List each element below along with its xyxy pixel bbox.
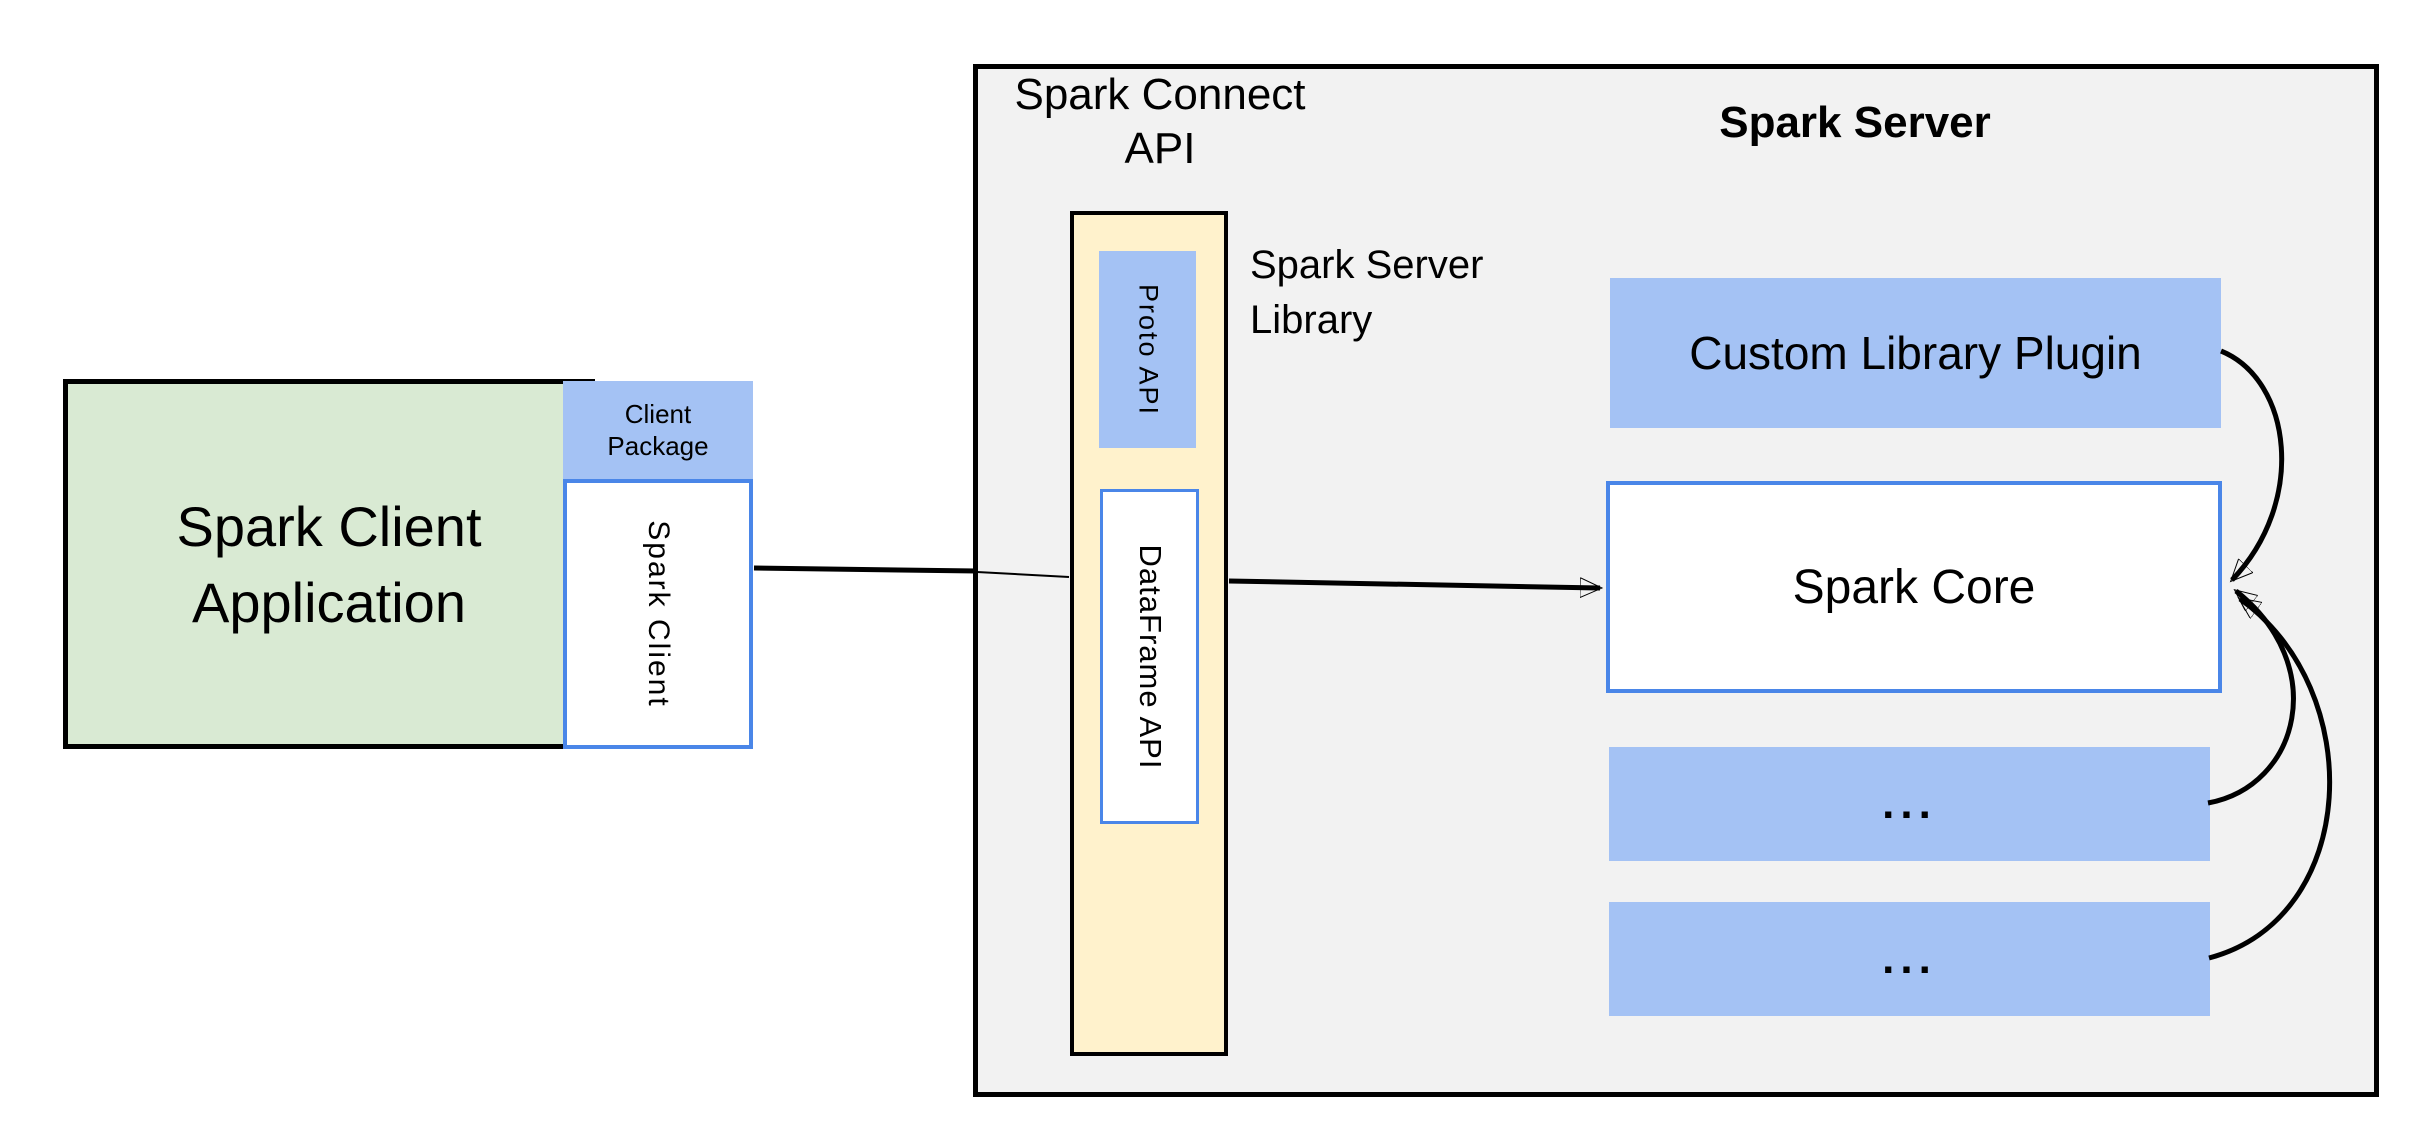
spark-core-label: Spark Core	[1792, 560, 2036, 614]
ellipsis-box-2: ...	[1609, 902, 2210, 1016]
spark-client-application-label: Spark Client Application	[176, 495, 482, 634]
ellipsis-box-1: ...	[1609, 747, 2210, 861]
spark-core-box: Spark Core	[1606, 481, 2222, 693]
spark-client-box: Spark Client	[563, 479, 753, 749]
client-package-box: Client Package	[563, 381, 753, 479]
ellipsis-box-2-label: ...	[1882, 934, 1937, 983]
proto-api-box: Proto API	[1099, 251, 1196, 448]
ellipsis-box-1-label: ...	[1882, 779, 1937, 828]
client-package-label: Client Package	[607, 399, 709, 461]
custom-library-plugin-label: Custom Library Plugin	[1689, 327, 2142, 379]
spark-server-library-label: Spark Server Library	[1250, 243, 1484, 342]
spark-connect-api-title: Spark Connect API	[1014, 70, 1306, 173]
spark-server-title: Spark Server	[1719, 98, 1991, 147]
dataframe-api-box: DataFrame API	[1100, 489, 1199, 824]
dataframe-api-label: DataFrame API	[1132, 544, 1168, 769]
spark-client-application-box	[63, 379, 595, 749]
client-to-connect-arrow	[753, 565, 978, 574]
custom-library-plugin-box: Custom Library Plugin	[1610, 278, 2221, 428]
proto-api-label: Proto API	[1133, 283, 1163, 416]
spark-client-label: Spark Client	[642, 520, 675, 708]
